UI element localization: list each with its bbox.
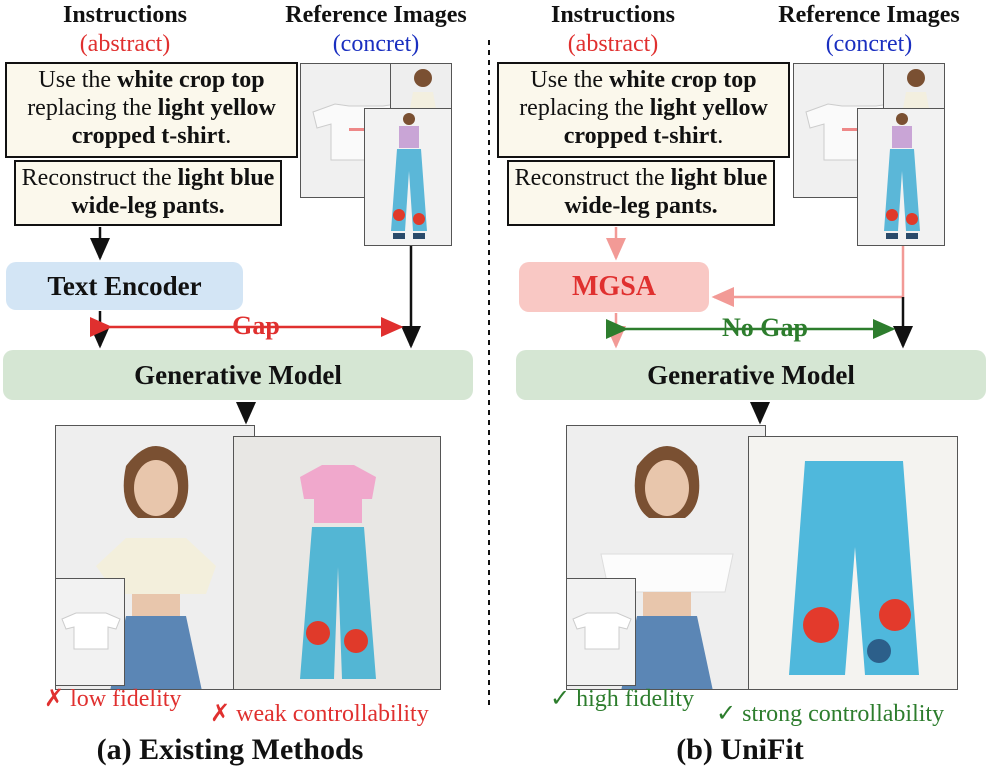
cross-mark-icon: ✗: [210, 701, 231, 727]
right-output-inset-garment: [566, 578, 636, 686]
pants-model-image: [391, 113, 427, 239]
gap-label: Gap: [220, 311, 292, 341]
model-photo-image: [409, 69, 437, 112]
right-caption: (b) UniFit: [676, 733, 804, 766]
right-instructions-title: Instructions: [550, 2, 676, 28]
right-instruction-box-1: Use the white crop top replacing the lig…: [497, 62, 790, 158]
left-output-inset-garment: [55, 578, 125, 686]
mgsa-block: MGSA: [519, 262, 709, 312]
woman-tryon-image: [600, 446, 734, 689]
left-output-pants-image: [233, 436, 441, 690]
pants-model-image: [884, 113, 920, 239]
check-mark-icon: ✓: [550, 686, 571, 712]
left-instructions-subtitle: (abstract): [79, 31, 171, 57]
right-instruction-box-2: Reconstruct the light blue wide-leg pant…: [507, 160, 775, 226]
right-reference-title: Reference Images: [778, 2, 960, 28]
high-fidelity-status: ✓ high fidelity: [550, 686, 695, 712]
silk-pants-image: [789, 461, 919, 675]
text-encoder-block: Text Encoder: [6, 262, 243, 310]
check-mark-icon: ✓: [716, 701, 737, 727]
left-output-tryon-image: [55, 425, 255, 690]
right-ref-image-model: [883, 63, 945, 113]
inset-crop-top-image: [572, 612, 632, 650]
weak-controllability-status: ✗ weak controllability: [210, 701, 429, 727]
left-instructions-title: Instructions: [62, 2, 188, 28]
inset-crop-top-image: [61, 612, 121, 650]
model-photo-image: [902, 69, 930, 112]
low-fidelity-status: ✗ low fidelity: [44, 686, 182, 712]
left-instruction-box-2: Reconstruct the light blue wide-leg pant…: [14, 160, 282, 226]
right-instructions-subtitle: (abstract): [567, 31, 659, 57]
left-ref-image-model: [390, 63, 452, 113]
reference-to-mgsa-arrow: [711, 246, 905, 307]
woman-tryon-image: [96, 446, 216, 689]
pants-with-pink-top-image: [300, 465, 376, 679]
left-generative-model-block: Generative Model: [3, 350, 473, 400]
right-reference-subtitle: (concret): [825, 31, 913, 57]
left-instruction-box-1: Use the white crop top replacing the lig…: [5, 62, 298, 158]
strong-controllability-status: ✓ strong controllability: [716, 701, 945, 727]
right-generative-model-block: Generative Model: [516, 350, 986, 400]
left-caption: (a) Existing Methods: [96, 733, 364, 766]
cross-mark-icon: ✗: [44, 686, 65, 712]
right-ref-image-pants: [857, 108, 945, 246]
left-reference-subtitle: (concret): [332, 31, 420, 57]
left-ref-image-pants: [364, 108, 452, 246]
right-output-pants-image: [748, 436, 958, 690]
left-reference-title: Reference Images: [285, 2, 467, 28]
no-gap-label: No Gap: [703, 313, 827, 343]
right-output-tryon-image: [566, 425, 766, 690]
